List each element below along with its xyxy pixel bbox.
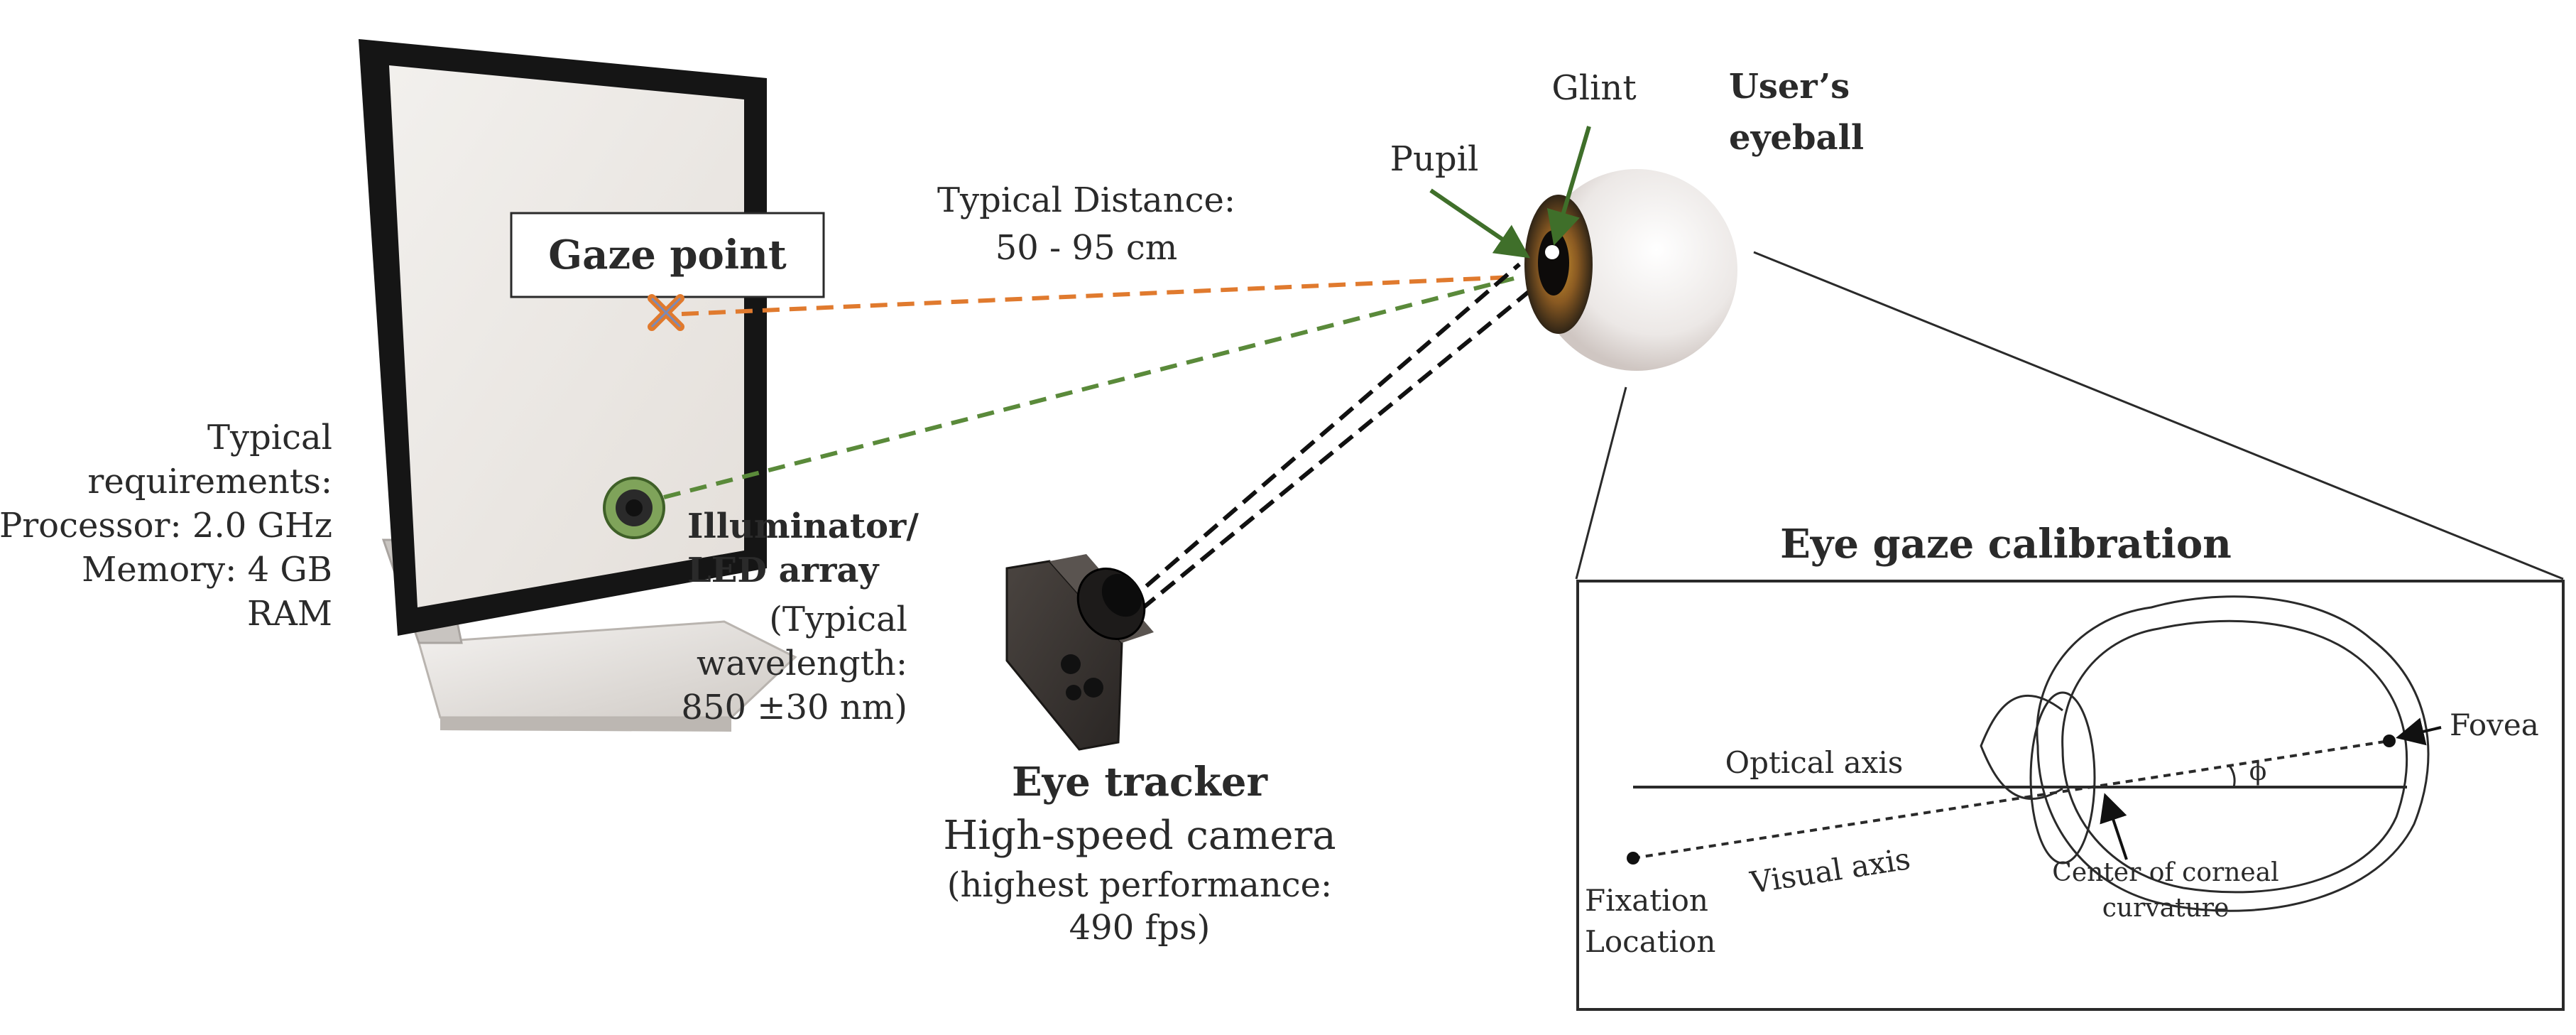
gaze-point-marker-icon — [648, 294, 684, 331]
phi-label: ϕ — [2249, 757, 2267, 786]
corneal-center-label-2: curvature — [2102, 894, 2230, 923]
calibration-title: Eye gaze calibration — [1780, 521, 2232, 568]
monitor — [359, 39, 797, 732]
camera-line-1 — [1106, 262, 1521, 622]
eye-tracker-title: Eye tracker — [1012, 759, 1269, 806]
corneal-center-arrow — [2100, 793, 2128, 860]
corneal-center-label-1: Center of corneal — [2052, 858, 2278, 887]
requirements-line-3: Processor: 2.0 GHz — [0, 506, 332, 546]
led-illuminator-icon — [603, 477, 665, 539]
requirements-text: Typical requirements: Processor: 2.0 GHz… — [0, 418, 332, 634]
illuminator-title-2: LED array — [687, 551, 880, 590]
glint-label: Glint — [1551, 68, 1636, 108]
fixation-label-2: Location — [1585, 924, 1715, 959]
illuminator-title-1: Illuminator/ — [687, 506, 919, 546]
distance-line-1: Typical Distance: — [937, 180, 1235, 220]
eyeball-title-2: eyeball — [1729, 118, 1864, 158]
fixation-point — [1627, 852, 1639, 865]
phi-angle-arc — [2228, 765, 2236, 788]
fovea-label: Fovea — [2450, 708, 2539, 742]
distance-line-2: 50 - 95 cm — [995, 228, 1178, 268]
fixation-label-1: Fixation — [1585, 883, 1708, 918]
eye-tracker-line-2: (highest performance: — [947, 865, 1332, 905]
eyeball — [1524, 169, 1737, 371]
illuminator-text: Illuminator/ LED array (Typical waveleng… — [681, 506, 919, 727]
zoom-line-right — [1753, 251, 2564, 580]
eye-tracker-camera — [1005, 554, 1154, 751]
distance-text: Typical Distance: 50 - 95 cm — [937, 180, 1235, 268]
illuminator-detail-3: 850 ±30 nm) — [681, 688, 907, 727]
eye-tracker-line-1: High-speed camera — [943, 813, 1336, 859]
requirements-line-2: requirements: — [87, 462, 332, 502]
glint-pointer — [1546, 126, 1591, 246]
gaze-point-label: Gaze point — [548, 232, 787, 278]
eyeball-title-1: User’s — [1729, 67, 1850, 107]
illumination-line — [663, 276, 1515, 499]
pupil-label: Pupil — [1390, 139, 1479, 179]
gaze-point-callout: Gaze point — [510, 212, 825, 298]
requirements-line-4: Memory: 4 GB — [82, 550, 332, 590]
illuminator-detail-1: (Typical — [769, 600, 907, 639]
fovea-point — [2383, 735, 2396, 747]
fovea-arrow — [2396, 717, 2442, 746]
pupil-pointer — [1429, 188, 1530, 259]
eye-tracker-text: Eye tracker High-speed camera (highest p… — [943, 759, 1336, 948]
zoom-line-left — [1575, 386, 1627, 580]
optical-axis-label: Optical axis — [1725, 745, 1904, 780]
eye-tracker-line-3: 490 fps) — [1069, 908, 1211, 948]
requirements-line-1: Typical — [207, 418, 332, 457]
illuminator-detail-2: wavelength: — [697, 644, 907, 683]
camera-line-2 — [1120, 286, 1535, 627]
requirements-line-5: RAM — [247, 594, 332, 634]
glint-icon — [1545, 245, 1559, 259]
gaze-line — [681, 275, 1515, 316]
